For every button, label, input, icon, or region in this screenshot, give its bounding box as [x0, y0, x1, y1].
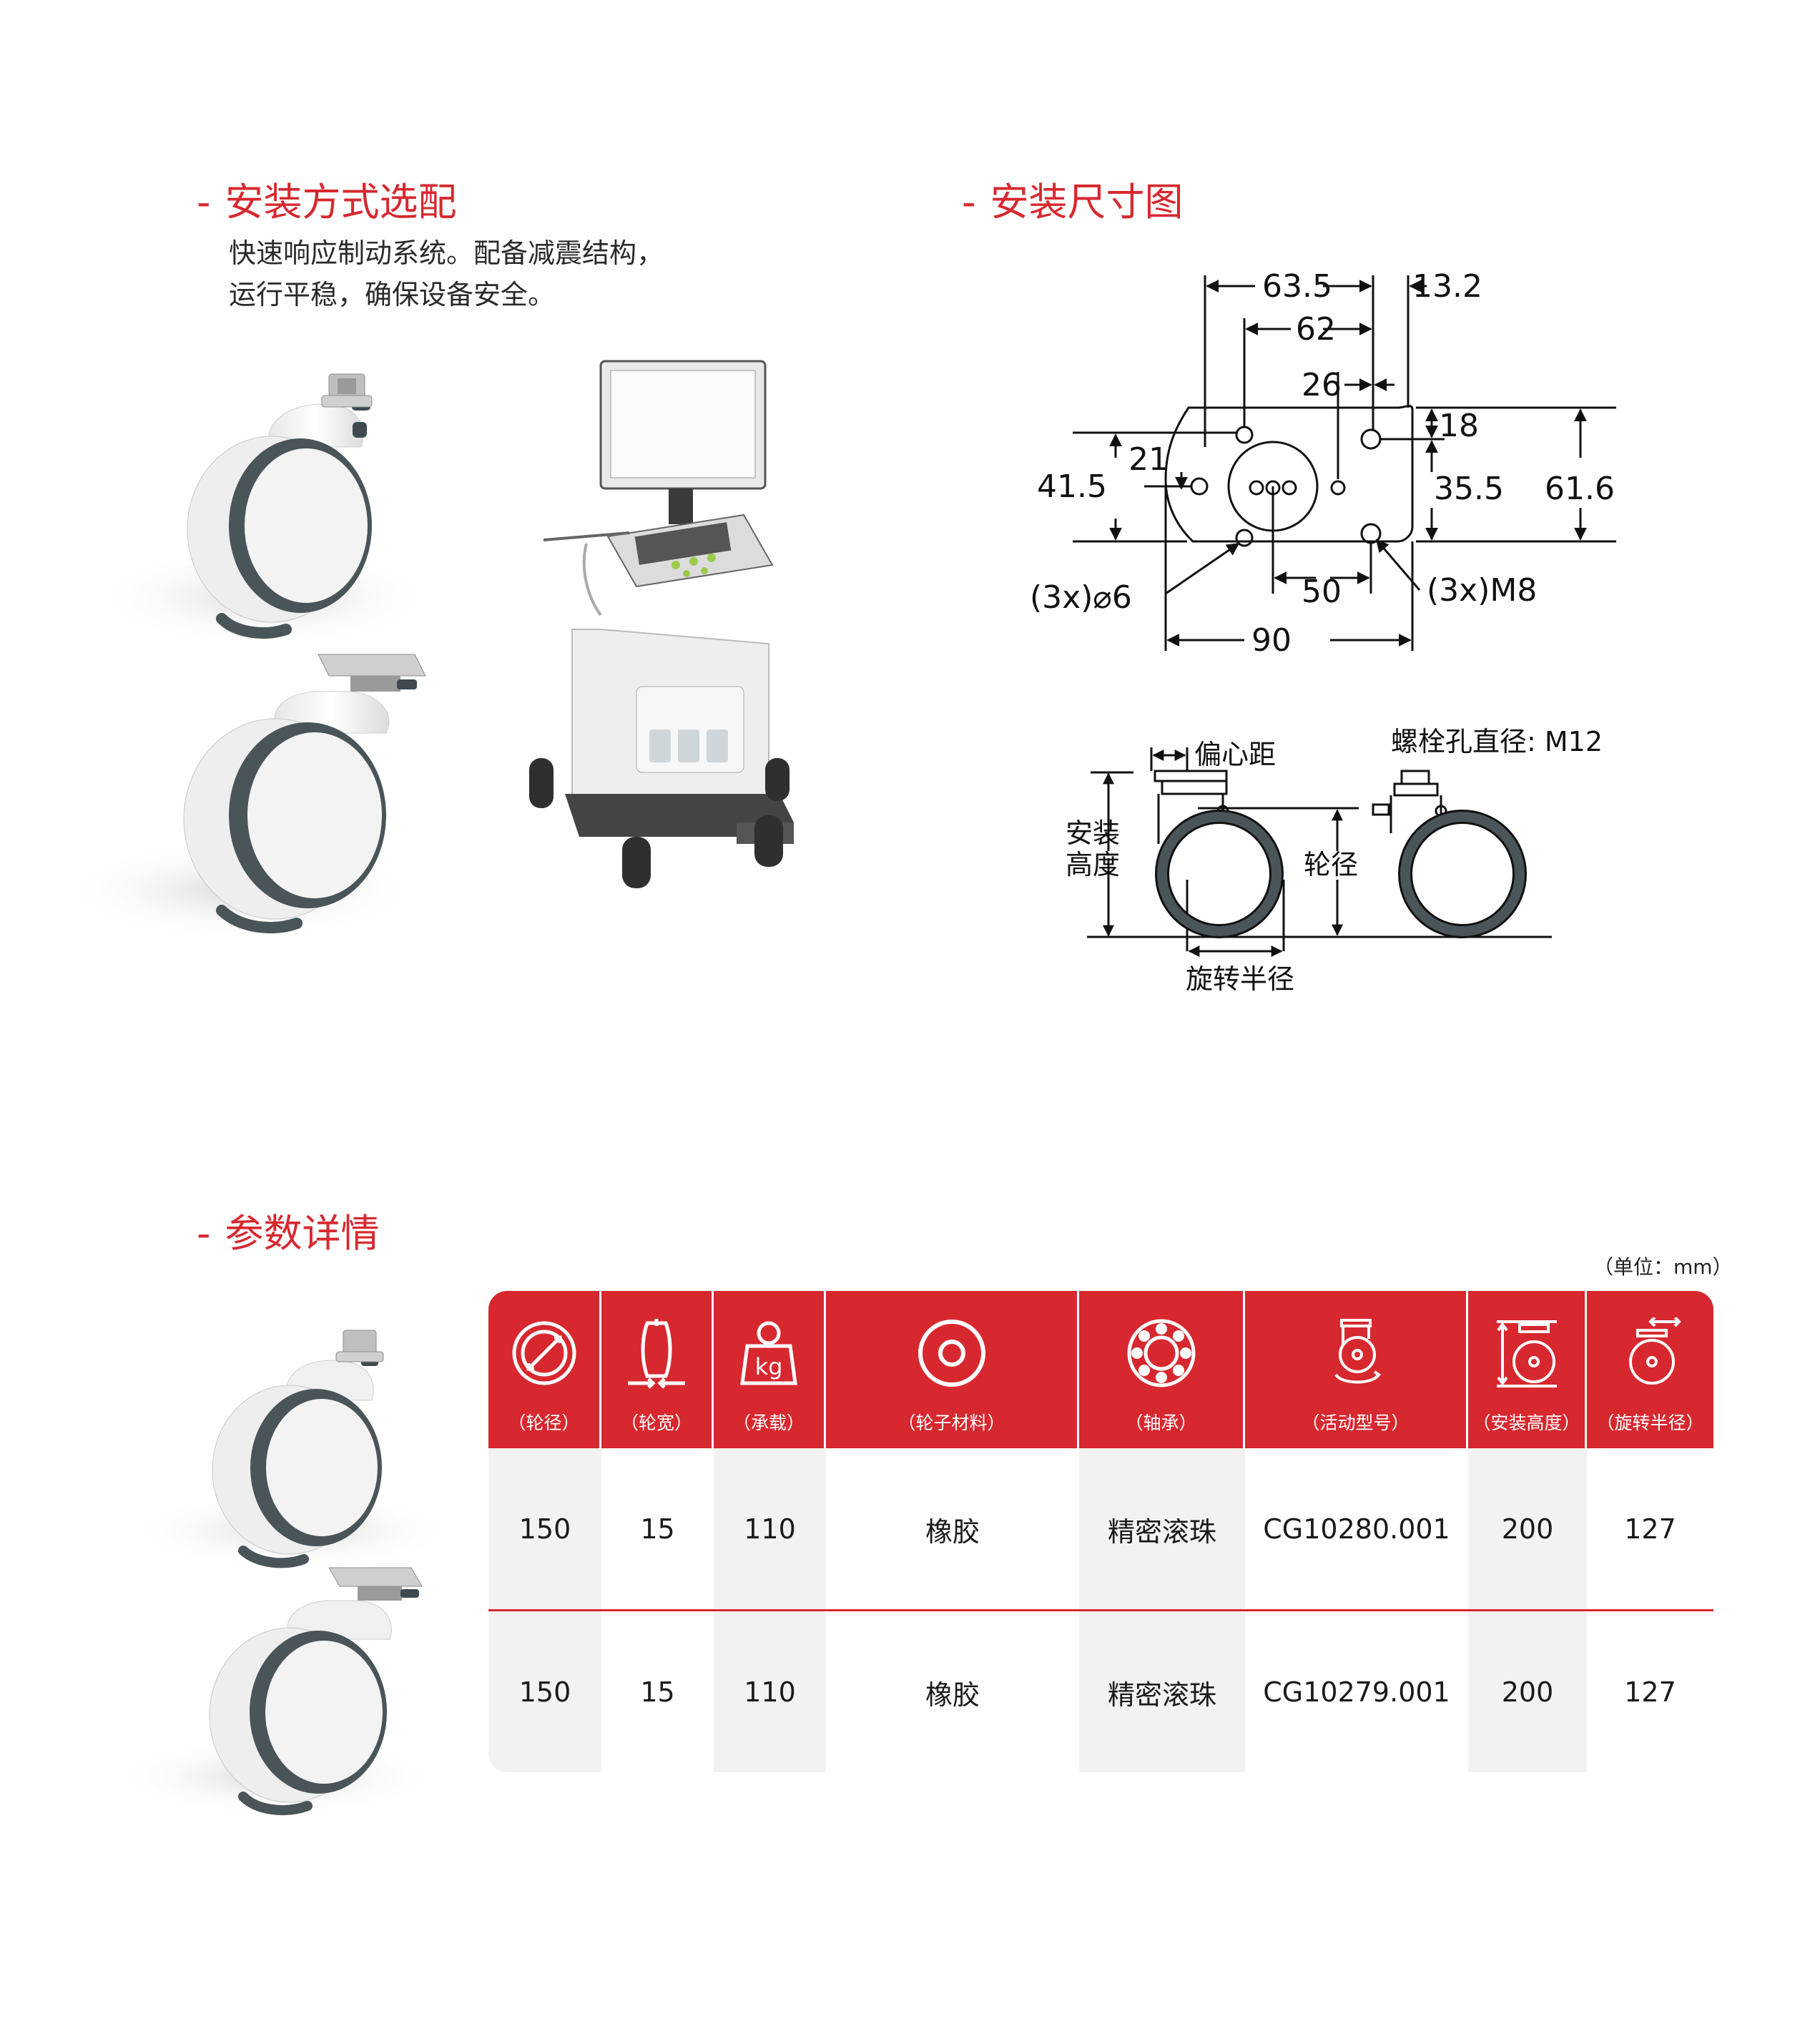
- header-label: （活动型号）: [1302, 1413, 1410, 1433]
- wheel-material-icon: [918, 1320, 985, 1387]
- wheel-diameter-icon: [512, 1321, 576, 1385]
- cell-model: CG10279.001: [1245, 1611, 1468, 1772]
- dim-21: 21: [1128, 441, 1169, 478]
- header-swivel-model: （活动型号）: [1245, 1291, 1468, 1448]
- header-label: （安装高度）: [1472, 1413, 1580, 1433]
- header-wheel-width: （轮宽）: [601, 1291, 714, 1448]
- header-label: （轴承）: [1125, 1413, 1197, 1433]
- header-label: （轮子材料）: [897, 1413, 1005, 1433]
- install-height-icon: [1496, 1320, 1557, 1387]
- table-header: （轮径） （轮宽） kg （承载） （轮子材料） （轴承） （活动型号） （安装…: [488, 1291, 1713, 1448]
- caster-plate-photo: [61, 654, 426, 940]
- header-bearing: （轴承）: [1079, 1291, 1245, 1448]
- cell-install-height: 200: [1468, 1611, 1587, 1772]
- label-install-height-1: 安装: [1066, 817, 1120, 849]
- callout-3x-dia6: (3x)⌀6: [1030, 579, 1132, 616]
- title-text: 安装尺寸图: [990, 180, 1184, 225]
- svg-text:kg: kg: [755, 1353, 783, 1380]
- cell-wheel-diameter: 150: [488, 1448, 601, 1610]
- label-offset: 偏心距: [1194, 739, 1276, 770]
- header-label: （承载）: [732, 1413, 805, 1433]
- title-text: 参数详情: [225, 1211, 380, 1256]
- swivel-radius-icon: [1628, 1317, 1681, 1385]
- cell-swivel-radius: 127: [1587, 1611, 1713, 1772]
- desc-line-2: 运行平稳，确保设备安全。: [229, 279, 556, 310]
- table-row: 150 15 110 橡胶 精密滚珠 CG10280.001 200 127: [488, 1448, 1713, 1610]
- cell-wheel-width: 15: [601, 1448, 714, 1610]
- table-row: 150 15 110 橡胶 精密滚珠 CG10279.001 200 127: [488, 1611, 1713, 1772]
- dim-90: 90: [1251, 622, 1292, 658]
- dim-50: 50: [1302, 574, 1342, 610]
- params-caster-stem-photo: [129, 1330, 451, 1570]
- title-dash: -: [197, 1211, 211, 1256]
- swivel-model-icon: [1334, 1319, 1381, 1384]
- label-wheel-diameter: 轮径: [1304, 849, 1358, 880]
- dim-63-5: 63.5: [1262, 268, 1332, 305]
- desc-line-1: 快速响应制动系统。配备减震结构，: [229, 237, 664, 269]
- load-weight-icon: kg: [740, 1321, 797, 1385]
- cell-bearing: 精密滚珠: [1079, 1611, 1245, 1772]
- label-bolt-hole: 螺栓孔直径: M12: [1391, 726, 1603, 757]
- header-wheel-diameter: （轮径）: [488, 1291, 601, 1448]
- spec-table: （轮径） （轮宽） kg （承载） （轮子材料） （轴承） （活动型号） （安装…: [488, 1291, 1713, 1772]
- cell-load: 110: [714, 1611, 826, 1772]
- dim-26: 26: [1302, 367, 1342, 403]
- unit-note: （单位：mm）: [1593, 1255, 1733, 1279]
- label-install-height-2: 高度: [1066, 849, 1120, 880]
- top-plate-drawing: 63.5 13.2 62 26 18 21 41.5 35.5 61.6 50 …: [1030, 268, 1616, 658]
- header-wheel-material: （轮子材料）: [826, 1291, 1079, 1448]
- cell-material: 橡胶: [826, 1611, 1079, 1772]
- caster-stem-photo: [93, 373, 436, 647]
- callout-3x-m8: (3x)M8: [1427, 572, 1537, 609]
- cell-material: 橡胶: [826, 1448, 1079, 1610]
- cell-bearing: 精密滚珠: [1079, 1448, 1245, 1610]
- dimension-section-title: -安装尺寸图: [962, 170, 1184, 227]
- bearing-icon: [1127, 1319, 1195, 1387]
- cell-wheel-diameter: 150: [488, 1611, 601, 1772]
- title-dash: -: [197, 180, 211, 225]
- dim-35-5: 35.5: [1434, 471, 1504, 507]
- side-view-drawing: 偏心距 螺栓孔直径: M12 安装 高度 轮径 旋转半径: [1066, 726, 1603, 995]
- header-load: kg （承载）: [714, 1291, 826, 1448]
- header-label: （轮宽）: [620, 1413, 692, 1433]
- cell-wheel-width: 15: [601, 1611, 714, 1772]
- cell-load: 110: [714, 1448, 826, 1610]
- row-divider: [488, 1609, 1713, 1611]
- wheel-width-icon: [628, 1319, 685, 1389]
- dim-62: 62: [1296, 311, 1336, 348]
- ultrasound-cart-photo: [529, 360, 794, 888]
- title-text: 安装方式选配: [225, 180, 457, 225]
- cell-install-height: 200: [1468, 1448, 1587, 1610]
- header-swivel-radius: （旋转半径）: [1587, 1291, 1713, 1448]
- params-caster-plate-photo: [111, 1567, 440, 1817]
- header-label: （旋转半径）: [1596, 1413, 1704, 1433]
- cell-model: CG10280.001: [1245, 1448, 1468, 1610]
- install-section-title: -安装方式选配: [197, 170, 457, 227]
- label-swivel-radius: 旋转半径: [1186, 963, 1294, 995]
- dim-18: 18: [1439, 408, 1479, 444]
- dim-61-6: 61.6: [1545, 471, 1615, 507]
- cell-swivel-radius: 127: [1587, 1448, 1713, 1610]
- title-dash: -: [962, 180, 976, 225]
- dim-13-2: 13.2: [1412, 268, 1482, 305]
- header-install-height: （安装高度）: [1468, 1291, 1587, 1448]
- install-description: 快速响应制动系统。配备减震结构， 运行平稳，确保设备安全。: [229, 232, 664, 315]
- dim-41-5: 41.5: [1037, 468, 1107, 505]
- params-section-title: -参数详情: [197, 1202, 380, 1258]
- header-label: （轮径）: [508, 1413, 580, 1433]
